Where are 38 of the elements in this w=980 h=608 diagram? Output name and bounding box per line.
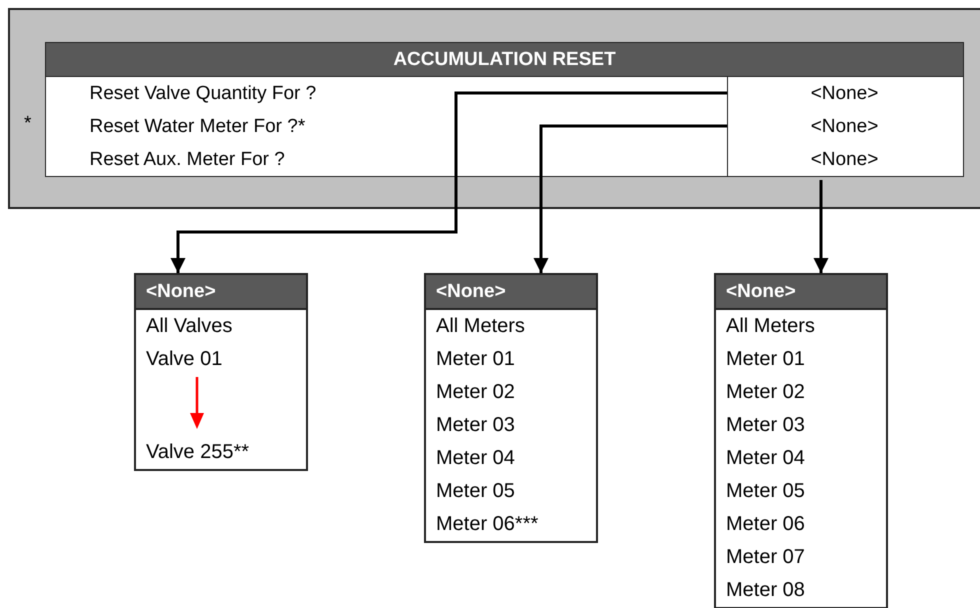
list-item: Meter 05 <box>725 479 806 504</box>
list-item: Meter 02 <box>435 380 516 405</box>
list-item: Meter 04 <box>435 446 516 471</box>
settings-table <box>45 42 964 177</box>
list-item: Meter 03 <box>725 413 806 438</box>
dropdown-list <box>714 273 888 608</box>
list-header: <None> <box>716 275 886 310</box>
list-item: All Meters <box>725 314 816 339</box>
connector-arrow <box>170 92 727 273</box>
panel-background <box>8 8 980 209</box>
list-header: <None> <box>426 275 596 310</box>
connector-arrow <box>534 124 727 273</box>
list-item: Meter 01 <box>435 347 516 372</box>
row-label: Reset Aux. Meter For ? <box>46 142 726 176</box>
list-header: <None> <box>136 275 306 310</box>
value-cell: <None> <box>726 110 962 142</box>
dropdown-list <box>134 273 308 471</box>
row-label: Reset Valve Quantity For ? <box>46 76 726 110</box>
table-header: ACCUMULATION RESET <box>46 43 963 77</box>
list-item: Meter 07 <box>725 545 806 570</box>
list-item: Meter 04 <box>725 446 806 471</box>
footnote-mark: * <box>24 113 32 135</box>
value-cell: <None> <box>726 76 962 110</box>
row-label: Reset Water Meter For ?* <box>46 110 726 142</box>
list-item: Meter 08 <box>725 578 806 603</box>
list-item: Valve 255** <box>145 440 250 465</box>
connector-arrow <box>814 180 828 273</box>
list-item: Meter 06*** <box>435 512 540 537</box>
list-item: Meter 06 <box>725 512 806 537</box>
list-item: Valve 01 <box>145 347 224 372</box>
list-item: Meter 05 <box>435 479 516 504</box>
value-cell: <None> <box>726 142 962 176</box>
list-item: All Meters <box>435 314 526 339</box>
dropdown-list <box>424 273 598 543</box>
list-item: All Valves <box>145 314 234 339</box>
list-item: Meter 01 <box>725 347 806 372</box>
list-item: Meter 02 <box>725 380 806 405</box>
list-item: Meter 03 <box>435 413 516 438</box>
